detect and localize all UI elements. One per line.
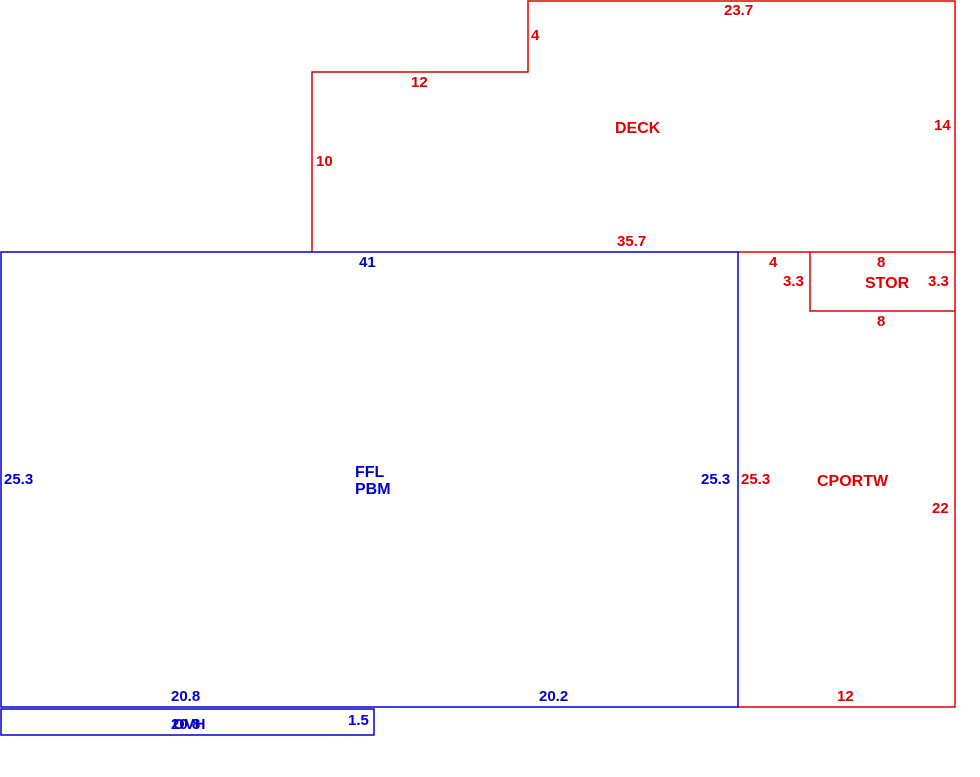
deck-dim-left: 10 (316, 153, 333, 170)
strip-dim-width: 1.5 (348, 712, 369, 729)
carport-dim-left: 25.3 (741, 471, 770, 488)
deck-dim-right: 14 (934, 117, 951, 134)
main-building-outline (0, 251, 739, 708)
overhang-strip-outline (0, 708, 375, 736)
deck-label: DECK (615, 120, 661, 137)
main-label-line1: FFL (355, 464, 385, 481)
main-dim-right: 25.3 (701, 471, 730, 488)
deck-dim-top: 23.7 (724, 2, 753, 19)
carport-dim-right: 22 (932, 500, 949, 517)
stor-dim-top: 8 (877, 254, 885, 271)
stor-dim-right: 3.3 (928, 273, 949, 290)
stor-outline (809, 252, 955, 312)
strip-label: OVH (173, 716, 206, 733)
main-dim-left: 25.3 (4, 471, 33, 488)
deck-dim-step-horizontal: 12 (411, 74, 428, 91)
deck-dim-step-vertical: 4 (531, 27, 540, 44)
carport-outline (738, 251, 956, 708)
main-label-line2: PBM (355, 481, 391, 498)
deck-dim-bottom: 35.7 (617, 233, 646, 250)
stor-label: STOR (865, 275, 910, 292)
main-dim-top: 41 (359, 254, 376, 271)
main-dim-bottom-right: 20.2 (539, 688, 568, 705)
deck-outline (311, 0, 956, 252)
carport-dim-top: 4 (769, 254, 778, 271)
stor-dim-bottom: 8 (877, 313, 885, 330)
strip-dim-length: 20.8 (171, 716, 200, 733)
carport-dim-bottom: 12 (837, 688, 854, 705)
main-dim-bottom-left: 20.8 (171, 688, 200, 705)
carport-label: CPORTW (817, 473, 889, 490)
stor-dim-left: 3.3 (783, 273, 804, 290)
